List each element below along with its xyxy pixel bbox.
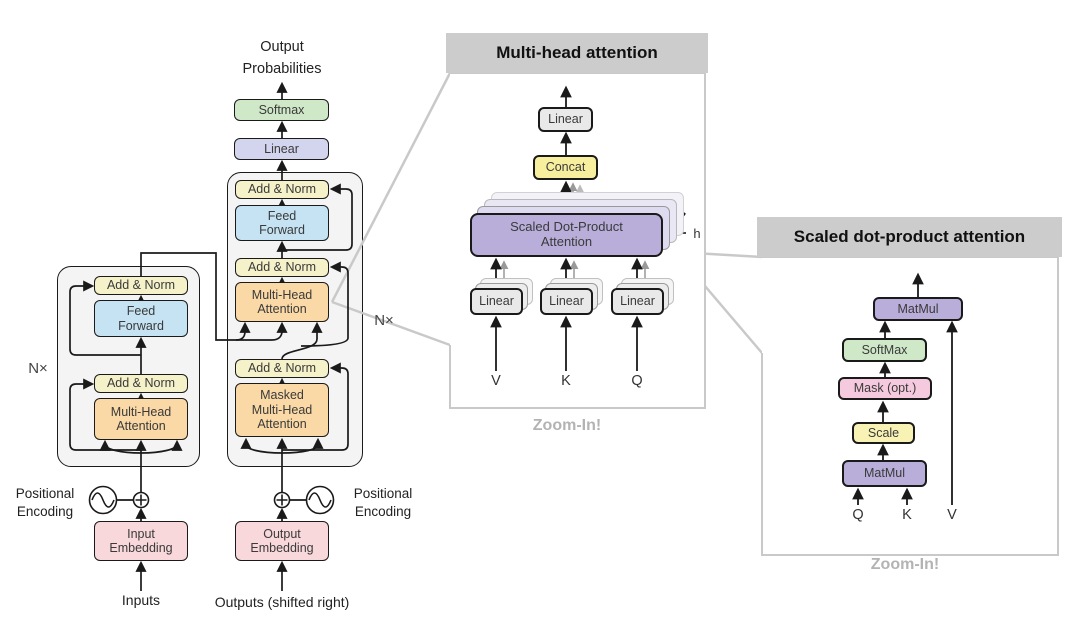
encoder-feed-forward: Feed Forward (94, 300, 188, 337)
mh-linear-top-box: Linear (538, 107, 593, 132)
decoder-multi-head-attention: Multi-Head Attention (235, 282, 329, 322)
sdpa-softmax-box: SoftMax (842, 338, 927, 362)
mh-scaled-dot-product-attention-box: Scaled Dot-Product Attention (470, 213, 663, 257)
linear-box: Linear (234, 138, 329, 160)
mh-concat-box: Concat (533, 155, 598, 180)
sdpa-input-v-label: V (947, 507, 957, 523)
mh-input-v-label: V (491, 373, 501, 389)
sdpa-input-q-label: Q (852, 507, 864, 523)
sdpa-matmul-top-box: MatMul (873, 297, 963, 321)
encoder-n-times-label: N× (28, 360, 48, 377)
inputs-label: Inputs (121, 592, 161, 608)
input-embedding-box: Input Embedding (94, 521, 188, 561)
positional-encoding-icon-left (88, 485, 118, 515)
decoder-masked-multi-head-attention: Masked Multi-Head Attention (235, 383, 329, 437)
decoder-add-norm-bottom: Add & Norm (235, 359, 329, 378)
add-icon-left (132, 491, 150, 509)
sdpa-input-k-label: K (902, 507, 912, 523)
sdpa-matmul-bottom-box: MatMul (842, 460, 927, 487)
mh-linear-q-box: Linear (611, 288, 664, 315)
decoder-n-times-label: N× (374, 312, 394, 329)
positional-encoding-icon-right (305, 485, 335, 515)
mh-linear-k-box: Linear (540, 288, 593, 315)
positional-encoding-label-right: Positional Encoding (353, 486, 413, 520)
add-icon-right (273, 491, 291, 509)
mh-input-k-label: K (561, 373, 571, 389)
encoder-add-norm-bottom: Add & Norm (94, 374, 188, 393)
mh-linear-v-box: Linear (470, 288, 523, 315)
sdpa-scale-box: Scale (852, 422, 915, 444)
sdpa-mask-box: Mask (opt.) (838, 377, 932, 400)
output-probabilities-label: Output Probabilities (242, 39, 322, 78)
outputs-label: Outputs (shifted right) (214, 594, 350, 610)
sdpa-panel-title: Scaled dot-product attention (757, 217, 1062, 257)
decoder-feed-forward: Feed Forward (235, 205, 329, 241)
multi-head-zoom-in-label: Zoom-In! (532, 417, 602, 434)
softmax-box: Softmax (234, 99, 329, 121)
decoder-add-norm-top: Add & Norm (235, 180, 329, 199)
sdpa-zoom-in-label: Zoom-In! (870, 556, 940, 573)
encoder-add-norm-top: Add & Norm (94, 276, 188, 295)
encoder-multi-head-attention: Multi-Head Attention (94, 398, 188, 440)
h-label: h (693, 226, 701, 241)
positional-encoding-label-left: Positional Encoding (15, 486, 75, 520)
mh-input-q-label: Q (631, 373, 643, 389)
output-embedding-box: Output Embedding (235, 521, 329, 561)
decoder-add-norm-middle: Add & Norm (235, 258, 329, 277)
multi-head-panel-title: Multi-head attention (446, 33, 708, 73)
